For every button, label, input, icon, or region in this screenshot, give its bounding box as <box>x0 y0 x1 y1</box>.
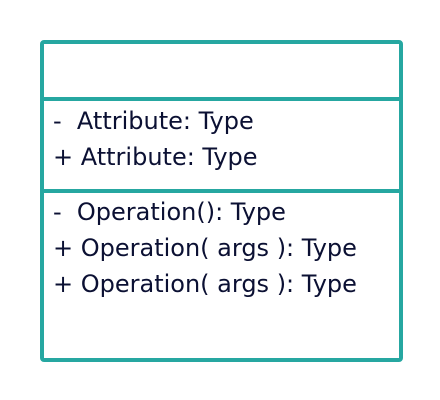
class-name-compartment[interactable] <box>44 44 399 101</box>
operations-compartment[interactable]: - Operation(): Type + Operation( args ):… <box>44 193 399 302</box>
operation-item: - Operation(): Type <box>53 198 286 226</box>
attributes-compartment[interactable]: - Attribute: Type + Attribute: Type <box>44 101 399 193</box>
attribute-item: - Attribute: Type <box>53 107 254 135</box>
attribute-item: + Attribute: Type <box>53 143 258 171</box>
uml-class-box[interactable]: - Attribute: Type + Attribute: Type - Op… <box>40 40 403 362</box>
operation-item: + Operation( args ): Type <box>53 234 357 262</box>
operation-item: + Operation( args ): Type <box>53 270 357 298</box>
